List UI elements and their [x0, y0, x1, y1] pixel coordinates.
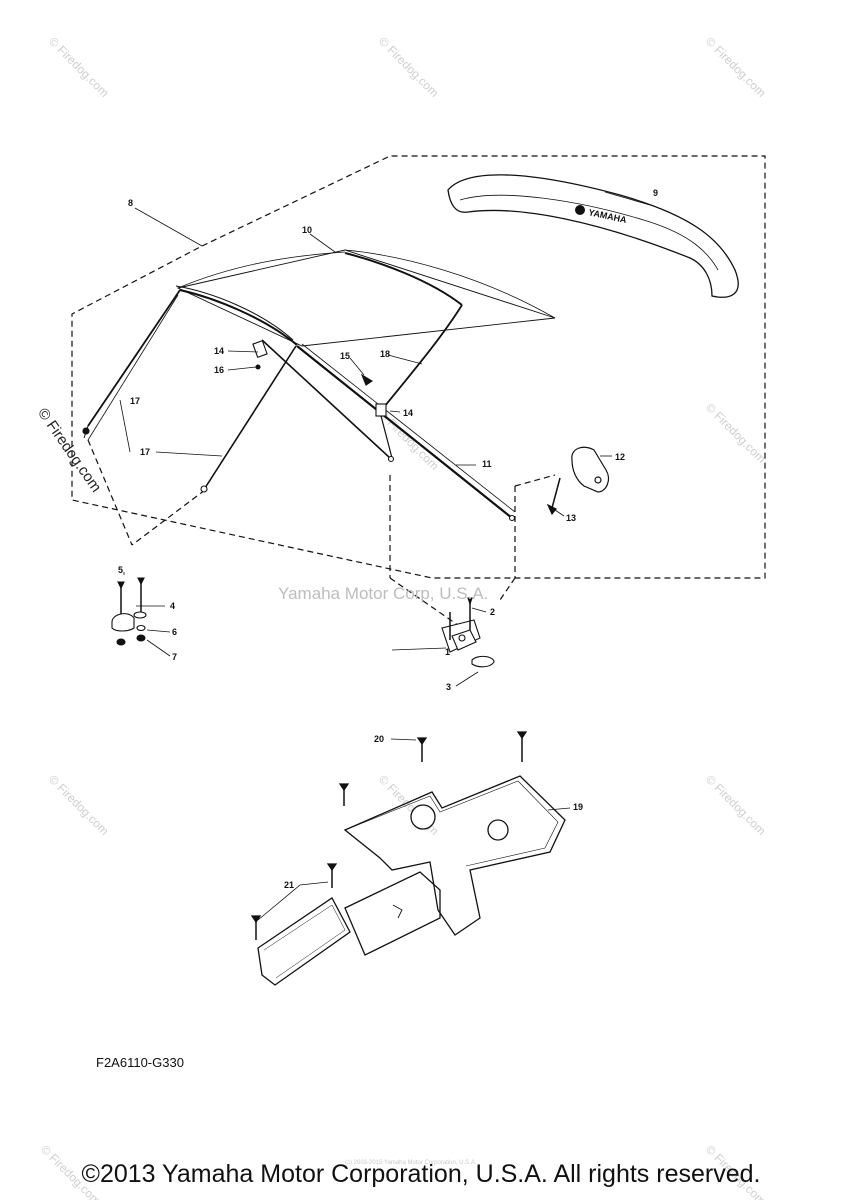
callout-9: 9: [653, 188, 658, 198]
callout-5: 5: [118, 565, 123, 575]
callout-8: 8: [128, 198, 133, 208]
copyright-footer: ©2013 Yamaha Motor Corporation, U.S.A. A…: [81, 1160, 761, 1188]
callout-7: 7: [172, 652, 177, 662]
callout-12: 12: [615, 452, 625, 462]
bimini-top-assembly: [82, 249, 556, 522]
assembly-boundary: [71, 155, 766, 631]
canvas-top: [176, 249, 556, 347]
callout-2: 2: [490, 607, 495, 617]
callout-11: 11: [482, 459, 492, 469]
front-bow: [179, 289, 298, 346]
callout-14-left: 14: [214, 346, 224, 356]
callout-3: 3: [446, 682, 451, 692]
firedog-watermark-5: © Firedog.com: [703, 400, 769, 466]
side-mat-left: [257, 897, 351, 986]
firedog-watermark-8: © Firedog.com: [703, 772, 769, 838]
support-pole: [296, 345, 513, 519]
callout-labels: 1 2 3 4 5 6 7 8 9 10 11 12 13 14 14 15 1…: [118, 188, 658, 890]
firedog-watermark-2: © Firedog.com: [376, 34, 442, 100]
left-leg: [87, 289, 181, 427]
callout-18: 18: [380, 349, 390, 359]
rear-bow: [379, 304, 463, 413]
callout-19: 19: [573, 802, 583, 812]
callout-17-lower: 17: [140, 447, 150, 457]
side-mat-right: [344, 871, 441, 956]
callout-13: 13: [566, 513, 576, 523]
callout-15: 15: [340, 351, 350, 361]
firedog-watermark-7: © Firedog.com: [376, 772, 442, 838]
callout-10: 10: [302, 225, 312, 235]
callout-20: 20: [374, 734, 384, 744]
left-base-hardware: [111, 577, 147, 646]
callout-16: 16: [214, 365, 224, 375]
diagram-code: F2A6110-G330: [96, 1055, 184, 1070]
firedog-watermark-3: © Firedog.com: [703, 34, 769, 100]
floor-mat-set: [250, 731, 566, 986]
tiny-copyright-note: (c) 2003-2015 Yamaha Motor Corporation, …: [345, 1160, 477, 1166]
callout-14-right: 14: [403, 408, 413, 418]
center-watermark: Yamaha Motor Corp, U.S.A.: [278, 584, 489, 603]
callout-17-upper: 17: [130, 396, 140, 406]
firedog-watermark-6: © Firedog.com: [46, 772, 112, 838]
callout-6: 6: [172, 627, 177, 637]
spoiler-cover: YAMAHA: [447, 174, 739, 298]
callout-1: 1: [445, 647, 450, 657]
firedog-watermark-1: © Firedog.com: [46, 34, 112, 100]
callout-21: 21: [284, 880, 294, 890]
callout-4: 4: [170, 601, 175, 611]
pole-bracket: [546, 446, 610, 516]
top-crossbar: [344, 252, 463, 306]
main-mat: [343, 775, 566, 936]
leader-lines: [119, 191, 651, 921]
right-base-hardware: [441, 597, 495, 668]
